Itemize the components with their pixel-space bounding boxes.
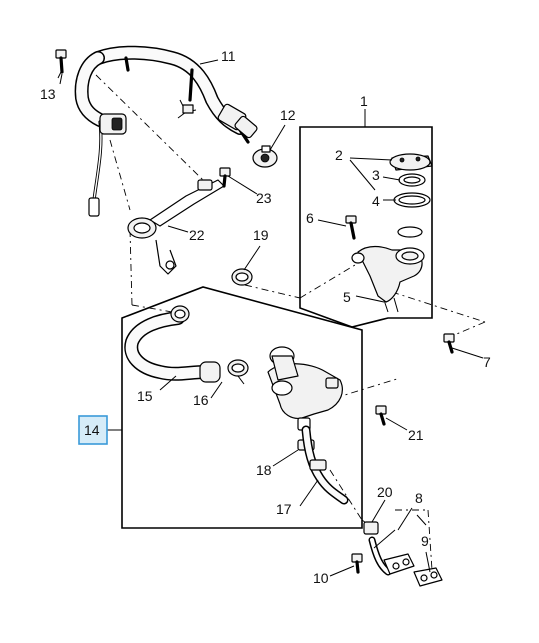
callout-5[interactable]: 5 [343, 289, 351, 305]
gasket-9[interactable] [413, 567, 443, 587]
callout-13[interactable]: 13 [40, 86, 56, 102]
leader-lines [59, 59, 484, 577]
callout-20[interactable]: 20 [377, 484, 393, 500]
small-hose-17[interactable] [301, 425, 349, 505]
outlet-housing-14[interactable] [267, 346, 343, 431]
sensor-12[interactable] [252, 145, 278, 168]
assembly-frame-14 [106, 286, 363, 529]
callout-23[interactable]: 23 [256, 190, 272, 206]
callout-1[interactable]: 1 [360, 93, 368, 109]
callout-9[interactable]: 9 [421, 533, 429, 549]
coolant-hose-15[interactable] [124, 305, 211, 381]
callout-6[interactable]: 6 [306, 210, 314, 226]
seal-3[interactable] [398, 173, 426, 187]
bracket-22[interactable] [127, 179, 225, 275]
callout-11[interactable]: 11 [221, 48, 236, 64]
assembly-frame-1 [299, 109, 433, 328]
callout-22[interactable]: 22 [189, 227, 205, 243]
bolt-10[interactable] [351, 553, 363, 574]
hose-clamp-19[interactable] [231, 268, 253, 286]
callout-numbers: 1 2 3 4 5 6 7 8 9 10 11 12 13 14 15 16 1… [40, 48, 491, 586]
filler-cap-2[interactable] [389, 153, 433, 171]
bolt-13[interactable] [55, 49, 67, 79]
dash-guides [95, 74, 486, 571]
callout-14-highlight [78, 415, 108, 445]
o-ring-4[interactable] [393, 192, 431, 238]
callout-12[interactable]: 12 [280, 107, 296, 123]
callout-4[interactable]: 4 [372, 193, 380, 209]
bolt-6[interactable] [345, 215, 357, 240]
callout-3[interactable]: 3 [372, 167, 380, 183]
bolt-7[interactable] [443, 333, 455, 354]
callout-7[interactable]: 7 [483, 354, 491, 370]
callout-8[interactable]: 8 [415, 490, 423, 506]
callout-19[interactable]: 19 [253, 227, 269, 243]
callout-10[interactable]: 10 [313, 570, 329, 586]
callout-16[interactable]: 16 [193, 392, 209, 408]
callout-17[interactable]: 17 [276, 501, 292, 517]
pipe-8[interactable] [368, 536, 415, 576]
hose-clamp-16[interactable] [199, 359, 249, 385]
callout-21[interactable]: 21 [408, 427, 424, 443]
callout-2[interactable]: 2 [335, 147, 343, 163]
callout-18[interactable]: 18 [256, 462, 272, 478]
callout-14[interactable]: 14 [84, 422, 100, 438]
housing-5[interactable] [351, 245, 425, 313]
wiring-harness-11[interactable] [74, 45, 259, 217]
bolt-21[interactable] [375, 405, 387, 426]
bolt-23[interactable] [219, 167, 231, 188]
hose-clamp-20[interactable] [363, 521, 379, 535]
callout-15[interactable]: 15 [137, 388, 153, 404]
